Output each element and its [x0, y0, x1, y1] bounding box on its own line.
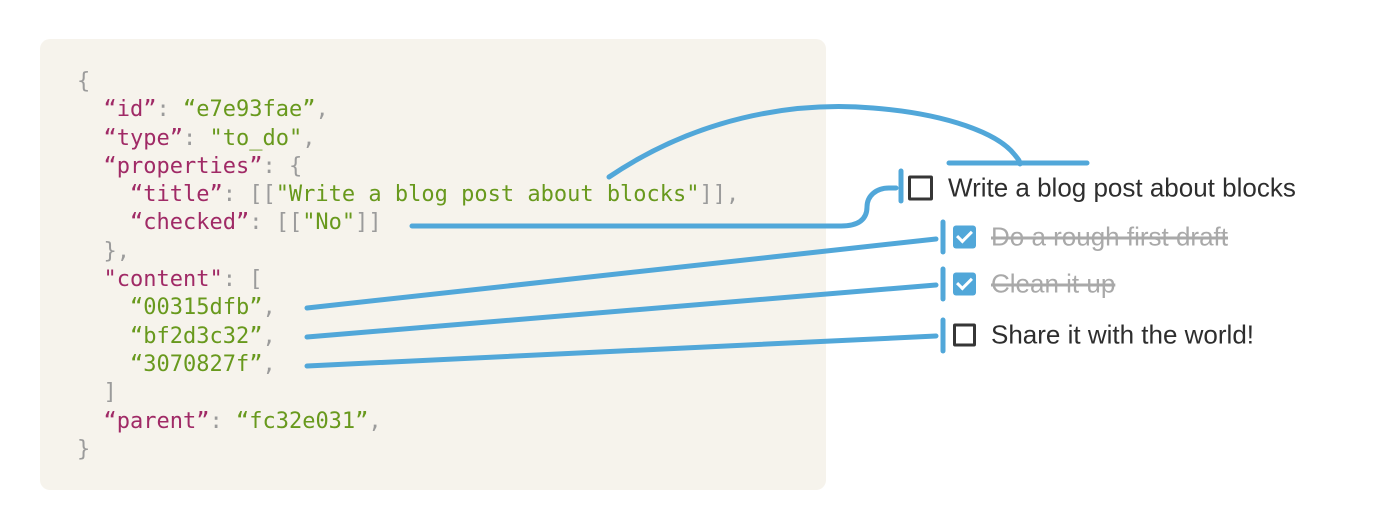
todo-label[interactable]: Clean it up: [991, 268, 1116, 299]
todo-item: Do a rough first draft: [953, 222, 1228, 253]
todo-checkbox-icon[interactable]: [953, 225, 976, 249]
json-code-panel: { “id”: “e7e93fae”, “type”: "to_do", “pr…: [40, 39, 826, 490]
json-code: { “id”: “e7e93fae”, “type”: "to_do", “pr…: [77, 69, 740, 462]
todo-checkbox-icon[interactable]: [953, 323, 976, 347]
todo-label[interactable]: Do a rough first draft: [991, 221, 1228, 252]
todo-checkbox-icon[interactable]: [908, 175, 933, 201]
todo-item: Share it with the world!: [953, 320, 1254, 351]
todo-item: Clean it up: [953, 269, 1115, 300]
todo-item: Write a blog post about blocks: [908, 173, 1296, 204]
todo-label[interactable]: Share it with the world!: [991, 319, 1255, 350]
todo-checkbox-icon[interactable]: [953, 272, 976, 296]
todo-label[interactable]: Write a blog post about blocks: [948, 172, 1296, 203]
